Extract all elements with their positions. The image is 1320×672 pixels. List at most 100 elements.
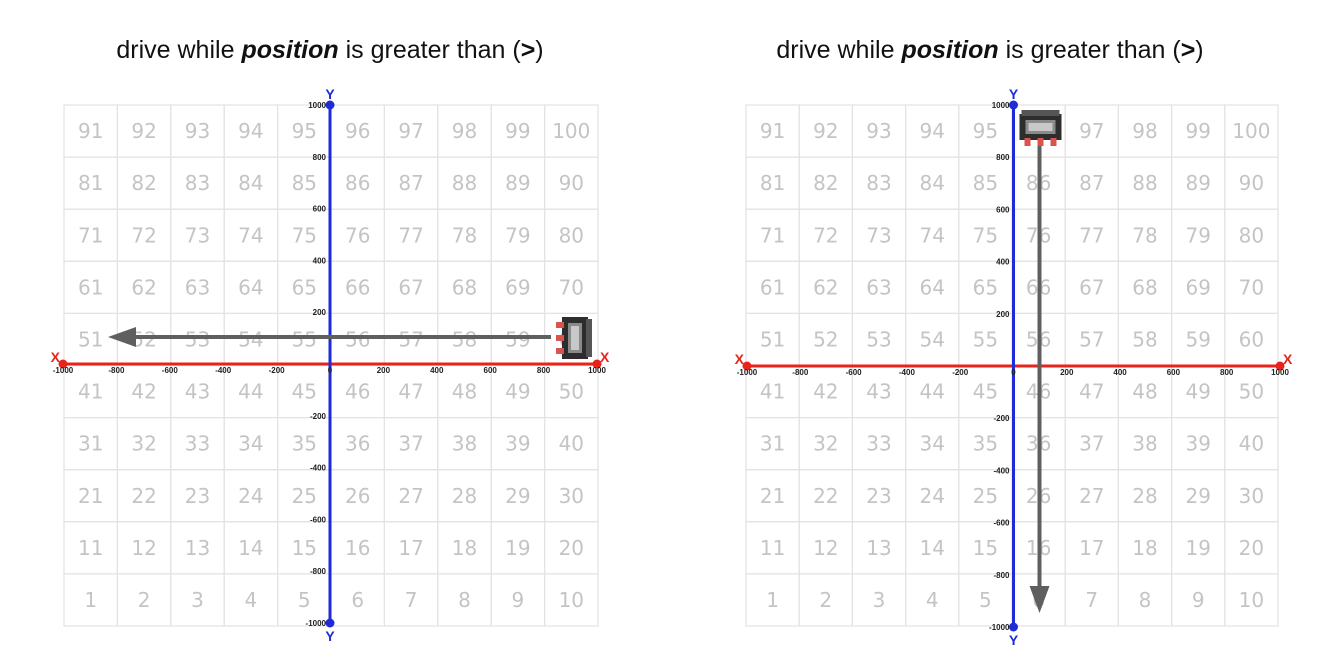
cell-number: 73 bbox=[185, 223, 210, 247]
cell-number: 48 bbox=[1132, 380, 1157, 404]
cell-number: 9 bbox=[1192, 588, 1205, 612]
y-tick-label: 200 bbox=[313, 308, 327, 317]
cell-number: 69 bbox=[505, 275, 530, 299]
y-tick-label: 800 bbox=[313, 153, 327, 162]
cell-number: 34 bbox=[919, 432, 944, 456]
cell-number: 92 bbox=[131, 119, 156, 143]
cell-number: 63 bbox=[866, 275, 891, 299]
cell-number: 19 bbox=[505, 536, 530, 560]
cell-number: 50 bbox=[1239, 380, 1264, 404]
grid-cell bbox=[1224, 573, 1279, 627]
cell-number: 41 bbox=[78, 380, 103, 404]
cell-number: 43 bbox=[185, 380, 210, 404]
y-axis-endpoint bbox=[325, 618, 335, 628]
cell-number: 12 bbox=[131, 536, 156, 560]
cell-number: 38 bbox=[452, 432, 477, 456]
y-tick-label: 200 bbox=[996, 310, 1010, 319]
x-tick-label: 1000 bbox=[1271, 368, 1289, 377]
cell-number: 96 bbox=[345, 119, 370, 143]
drive-arrow-head bbox=[108, 327, 136, 347]
y-tick-label: -400 bbox=[993, 466, 1010, 475]
panel-drive-down: drive while position is greater than (>)… bbox=[660, 0, 1320, 672]
panel-title: drive while position is greater than (>) bbox=[0, 36, 660, 65]
cell-number: 85 bbox=[973, 171, 998, 195]
cell-number: 14 bbox=[919, 536, 944, 560]
y-tick-label: -800 bbox=[310, 567, 327, 576]
cell-number: 87 bbox=[398, 171, 423, 195]
x-tick-label: 200 bbox=[1060, 368, 1074, 377]
y-tick-label: -200 bbox=[993, 414, 1010, 423]
cell-number: 98 bbox=[452, 119, 477, 143]
cell-number: 82 bbox=[131, 171, 156, 195]
cell-number: 51 bbox=[760, 327, 785, 351]
y-axis-endpoint bbox=[1009, 100, 1018, 110]
y-tick-label: 600 bbox=[996, 205, 1010, 214]
y-tick-label: 600 bbox=[313, 205, 327, 214]
cell-number: 29 bbox=[505, 484, 530, 508]
y-tick-label: 400 bbox=[996, 258, 1010, 267]
x-tick-label: -800 bbox=[108, 366, 125, 375]
y-axis-label: Y bbox=[325, 86, 335, 102]
cell-number: 7 bbox=[1085, 588, 1098, 612]
panel-drive-left: drive while position is greater than (>)… bbox=[0, 36, 660, 644]
cell-number: 61 bbox=[760, 275, 785, 299]
x-tick-label: 0 bbox=[328, 366, 333, 375]
robot-icon bbox=[556, 317, 592, 359]
cell-number: 35 bbox=[973, 432, 998, 456]
cell-number: 31 bbox=[760, 432, 785, 456]
cell-number: 43 bbox=[866, 380, 891, 404]
title-text: is greater than ( bbox=[338, 36, 521, 64]
cell-number: 76 bbox=[345, 223, 370, 247]
cell-number: 11 bbox=[760, 536, 785, 560]
cell-number: 85 bbox=[292, 171, 317, 195]
y-tick-label: -400 bbox=[310, 464, 327, 473]
y-tick-label: 400 bbox=[313, 256, 327, 265]
cell-number: 24 bbox=[238, 484, 263, 508]
x-tick-label: 400 bbox=[430, 366, 444, 375]
cell-number: 5 bbox=[979, 588, 992, 612]
cell-number: 8 bbox=[1139, 588, 1152, 612]
y-tick-label: -200 bbox=[310, 412, 327, 421]
cell-number: 16 bbox=[345, 536, 370, 560]
x-tick-label: -1000 bbox=[737, 368, 758, 377]
cell-number: 39 bbox=[505, 432, 530, 456]
cell-number: 25 bbox=[292, 484, 317, 508]
cell-number: 70 bbox=[1239, 275, 1264, 299]
cell-number: 55 bbox=[292, 327, 317, 351]
cell-number: 48 bbox=[452, 380, 477, 404]
cell-number: 55 bbox=[973, 327, 998, 351]
cell-number: 73 bbox=[866, 223, 891, 247]
cell-number: 68 bbox=[1132, 275, 1157, 299]
cell-number: 53 bbox=[185, 327, 210, 351]
cell-number: 27 bbox=[1079, 484, 1104, 508]
cell-number: 18 bbox=[452, 536, 477, 560]
cell-number: 62 bbox=[813, 275, 838, 299]
x-axis-label: X bbox=[600, 349, 610, 365]
cell-number: 36 bbox=[345, 432, 370, 456]
cell-number: 70 bbox=[559, 275, 584, 299]
title-emphasis: position bbox=[241, 36, 339, 64]
cell-number: 2 bbox=[819, 588, 832, 612]
cell-number: 40 bbox=[1239, 432, 1264, 456]
cell-number: 20 bbox=[559, 536, 584, 560]
cell-number: 45 bbox=[973, 380, 998, 404]
x-axis-endpoint bbox=[742, 361, 752, 371]
x-tick-label: -400 bbox=[899, 368, 916, 377]
cell-number: 5 bbox=[298, 588, 311, 612]
x-axis-endpoint bbox=[1275, 361, 1285, 371]
cell-number: 57 bbox=[398, 327, 423, 351]
cell-number: 78 bbox=[1132, 223, 1157, 247]
x-tick-label: 600 bbox=[1167, 368, 1181, 377]
y-tick-label: -600 bbox=[993, 519, 1010, 528]
y-tick-label: -1000 bbox=[989, 623, 1010, 632]
cell-number: 47 bbox=[1079, 380, 1104, 404]
x-axis-label: X bbox=[1283, 351, 1293, 367]
cell-number: 22 bbox=[131, 484, 156, 508]
x-tick-label: -200 bbox=[269, 366, 286, 375]
y-axis-endpoint bbox=[325, 100, 335, 110]
cell-number: 74 bbox=[238, 223, 263, 247]
cell-number: 94 bbox=[238, 119, 263, 143]
y-tick-label: 800 bbox=[996, 153, 1010, 162]
cell-number: 83 bbox=[185, 171, 210, 195]
cell-number: 52 bbox=[813, 327, 838, 351]
